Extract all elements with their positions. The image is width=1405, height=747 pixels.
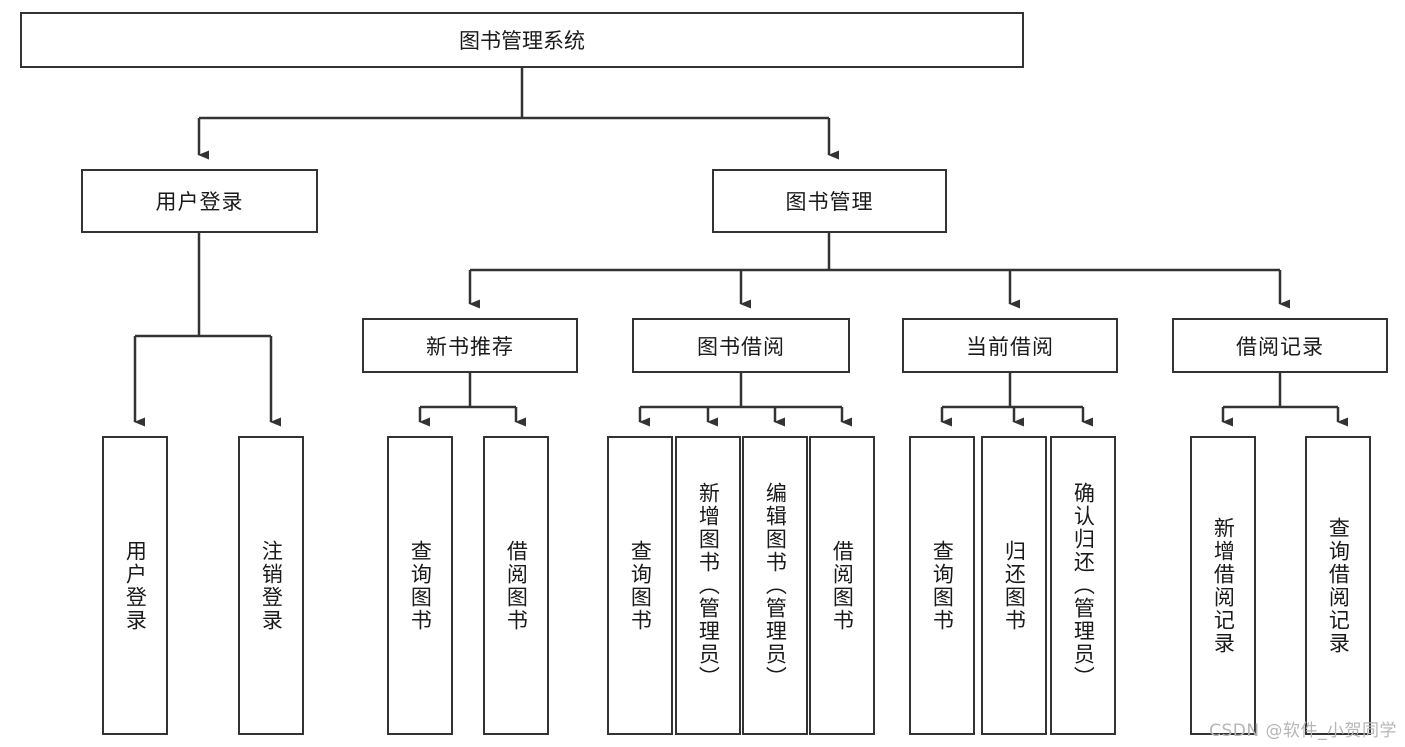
node-new-book-recommend[interactable]: 新书推荐 — [362, 318, 578, 373]
leaf-add-borrow-record-label: 新增借阅记录 — [1211, 516, 1236, 655]
leaf-confirm-return-admin-label: 确认归还（管理员） — [1071, 482, 1096, 689]
leaf-query-borrow-record[interactable]: 查询借阅记录 — [1305, 436, 1371, 735]
edges-root-to-level2 — [197, 68, 839, 160]
leaf-borrow-book-label: 借阅图书 — [830, 539, 855, 632]
leaf-user-login[interactable]: 用户登录 — [102, 436, 168, 735]
leaf-edit-book-admin[interactable]: 编辑图书（管理员） — [742, 436, 808, 735]
edges-userlogin-to-leaves — [133, 233, 281, 427]
node-book-borrow-label: 图书借阅 — [697, 334, 785, 359]
leaf-borrow-book[interactable]: 借阅图书 — [809, 436, 875, 735]
leaf-query-borrow-record-label: 查询借阅记录 — [1326, 516, 1351, 655]
node-book-manage-label: 图书管理 — [785, 190, 874, 214]
leaf-return-book[interactable]: 归还图书 — [981, 436, 1047, 735]
leaf-add-book-admin[interactable]: 新增图书（管理员） — [675, 436, 741, 735]
leaf-edit-book-admin-label: 编辑图书（管理员） — [763, 482, 788, 689]
leaf-add-borrow-record[interactable]: 新增借阅记录 — [1190, 436, 1256, 735]
leaf-query-book-cur[interactable]: 查询图书 — [909, 436, 975, 735]
leaf-query-book-borrow[interactable]: 查询图书 — [607, 436, 673, 735]
node-current-borrow-label: 当前借阅 — [966, 334, 1054, 359]
edges-borrowrecord-to-leaves — [1221, 373, 1348, 427]
node-user-login[interactable]: 用户登录 — [81, 169, 318, 233]
node-borrow-record[interactable]: 借阅记录 — [1172, 318, 1388, 373]
node-borrow-record-label: 借阅记录 — [1236, 334, 1324, 359]
edges-newbook-to-leaves — [418, 373, 526, 427]
edges-currentborrow-to-leaves — [940, 373, 1093, 427]
leaf-query-book-rec-label: 查询图书 — [408, 539, 433, 632]
edges-bookmanage-to-level3 — [468, 233, 1290, 309]
leaf-return-book-label: 归还图书 — [1002, 539, 1027, 632]
leaf-borrow-book-rec-label: 借阅图书 — [504, 539, 529, 632]
edges-bookborrow-to-leaves — [638, 373, 852, 427]
node-root-system[interactable]: 图书管理系统 — [20, 12, 1024, 68]
leaf-add-book-admin-label: 新增图书（管理员） — [696, 482, 721, 689]
leaf-query-book-borrow-label: 查询图书 — [628, 539, 653, 632]
node-root-label: 图书管理系统 — [459, 29, 585, 53]
node-book-borrow[interactable]: 图书借阅 — [632, 318, 850, 373]
leaf-user-login-label: 用户登录 — [123, 539, 148, 632]
leaf-borrow-book-rec[interactable]: 借阅图书 — [483, 436, 549, 735]
csdn-watermark: CSDN @软件_小贺同学 — [1209, 721, 1397, 741]
leaf-query-book-cur-label: 查询图书 — [930, 539, 955, 632]
leaf-logout-login-label: 注销登录 — [259, 539, 284, 632]
leaf-confirm-return-admin[interactable]: 确认归还（管理员） — [1050, 436, 1116, 735]
node-book-manage[interactable]: 图书管理 — [712, 169, 947, 233]
leaf-logout-login[interactable]: 注销登录 — [238, 436, 304, 735]
node-user-login-label: 用户登录 — [155, 190, 244, 214]
node-current-borrow[interactable]: 当前借阅 — [902, 318, 1118, 373]
leaf-query-book-rec[interactable]: 查询图书 — [387, 436, 453, 735]
node-new-book-recommend-label: 新书推荐 — [426, 334, 514, 359]
